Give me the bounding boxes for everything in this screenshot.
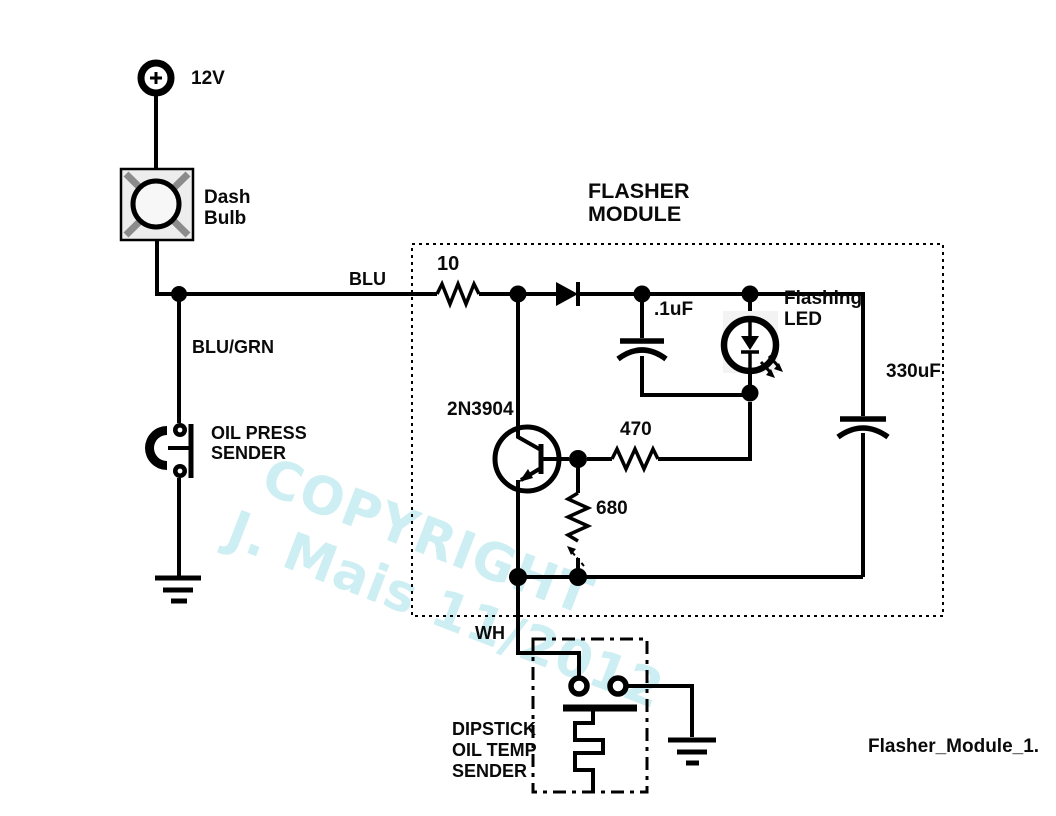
junction-dot <box>569 450 587 468</box>
pressure-diaphragm <box>145 426 167 470</box>
dash-bulb-label: Dash Bulb <box>204 187 251 229</box>
plus-icon <box>150 72 162 84</box>
diode-anode-triangle <box>556 282 578 306</box>
capacitor-01uf-icon <box>616 338 668 362</box>
wire-blugrn-label: BLU/GRN <box>192 337 274 357</box>
dipstick-terminal-right <box>607 675 629 697</box>
wire-top-rail <box>578 292 865 416</box>
junction-dot <box>509 568 527 586</box>
power-terminal-ring <box>137 59 175 97</box>
transistor-label: 2N3904 <box>447 399 514 420</box>
resistor-680-icon <box>563 491 593 543</box>
capacitor-330uf-label: 330uF <box>886 361 941 382</box>
dipstick-terminal-left <box>568 675 590 697</box>
flashing-led-icon <box>720 315 783 378</box>
supply-voltage-label: 12V <box>191 68 225 89</box>
oil-press-sender-icon <box>145 423 194 478</box>
junction-dot <box>569 568 587 586</box>
dipstick-sender-icon <box>563 675 637 791</box>
wire-wh-label: WH <box>475 623 505 643</box>
led-triangle <box>741 336 759 350</box>
drawing-caption: Flasher_Module_1. <box>868 736 1040 757</box>
sender-terminal-bottom-hole <box>177 468 183 474</box>
wire-c1-to-led-node <box>640 356 750 397</box>
wire-r470-to-led-node <box>658 402 752 461</box>
led-emission-arrow1-head <box>766 369 775 378</box>
ground-icon-left <box>155 575 201 604</box>
bulb-globe <box>130 178 182 230</box>
resistor-470-icon <box>610 444 660 474</box>
junction-dot <box>741 384 759 402</box>
c2-curved-plate <box>836 425 890 440</box>
dipstick-sender-boundary <box>531 637 649 794</box>
resistor-470-label: 470 <box>620 419 652 440</box>
capacitor-01uf-label: .1uF <box>654 299 694 320</box>
resistor-680-label: 680 <box>596 498 628 519</box>
transistor-collector <box>516 430 542 452</box>
resistor-10-label: 10 <box>437 253 460 275</box>
wire-blu-label: BLU <box>349 269 386 289</box>
stray-arrow-artifact <box>567 546 585 567</box>
artifact-head <box>567 546 576 555</box>
dipstick-sender-label: DIPSTICK OIL TEMP SENDER <box>452 719 537 782</box>
transistor-emitter-arrow <box>519 469 533 482</box>
transistor-2n3904-icon <box>492 424 569 494</box>
dipstick-element <box>573 711 605 791</box>
c1-curved-plate <box>616 347 668 362</box>
dash-bulb-icon <box>119 167 195 242</box>
capacitor-330uf-icon <box>836 416 890 440</box>
power-terminal-icon <box>137 59 175 97</box>
wire-dipstick-to-ground <box>627 684 694 737</box>
sender-terminal-top-hole <box>177 427 183 433</box>
flasher-module-boundary <box>411 243 944 617</box>
module-title: FLASHER MODULE <box>588 179 690 227</box>
diode-icon <box>556 282 580 306</box>
ground-icon-right <box>668 737 716 766</box>
flashing-led-label: Flashing LED <box>784 288 863 330</box>
led-emission-arrow2-head <box>774 363 783 372</box>
oil-press-sender-label: OIL PRESS SENDER <box>211 423 307 463</box>
resistor-10-icon <box>435 279 481 309</box>
wire-wh-to-dipstick <box>516 585 581 677</box>
wire-bulb-to-module <box>155 240 437 296</box>
